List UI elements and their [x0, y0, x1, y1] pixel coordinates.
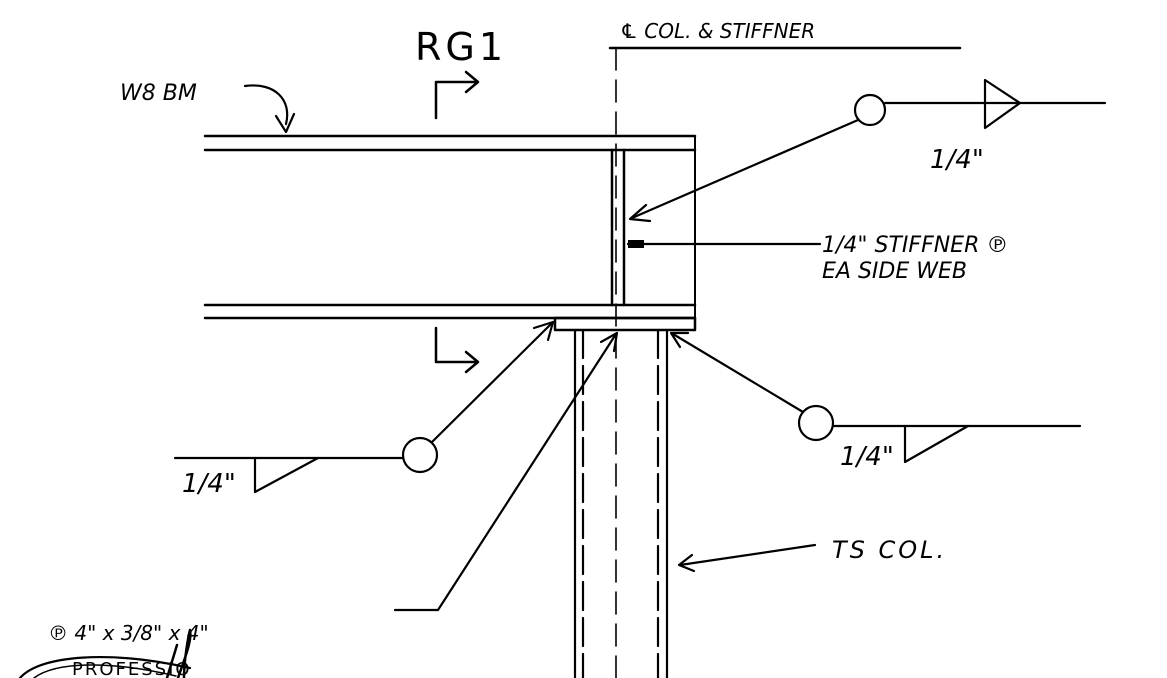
centerline-label: ℄ COL. & STIFFNER — [620, 19, 815, 43]
stiffener-note-line-2: EA SIDE WEB — [822, 259, 967, 284]
signature-mark — [165, 628, 192, 678]
weld-symbol-top-right — [628, 78, 1107, 223]
plate-leader-arrow — [393, 331, 619, 612]
weld-size-bottom-right: 1/4" — [840, 442, 894, 472]
seal-text: PROFESSIO — [72, 659, 192, 678]
column-leader-arrow — [677, 543, 817, 573]
stiffener-note-leader — [626, 240, 822, 248]
section-mark-label: RG1 — [415, 25, 507, 69]
ts-column — [573, 328, 669, 678]
beam-label: W8 BM — [120, 81, 197, 106]
column-label: TS COL. — [832, 536, 947, 564]
w8-beam — [203, 134, 697, 320]
stiffener-plate — [610, 148, 626, 307]
section-arrow-bottom — [434, 326, 480, 374]
beam-leader-arrow — [243, 84, 296, 134]
weld-size-bottom-left: 1/4" — [182, 469, 236, 499]
weld-symbol-bottom-right — [669, 331, 1082, 464]
weld-symbol-bottom-left — [173, 320, 555, 494]
cap-plate — [553, 316, 697, 332]
professional-seal: PROFESSIO — [18, 656, 192, 678]
weld-size-top-right: 1/4" — [930, 145, 984, 175]
section-arrow-top — [434, 70, 480, 120]
plate-label: ℗ 4" x 3/8" x 4" — [48, 621, 209, 645]
stiffener-note-line-1: 1/4" STIFFNER ℗ — [822, 233, 1008, 258]
